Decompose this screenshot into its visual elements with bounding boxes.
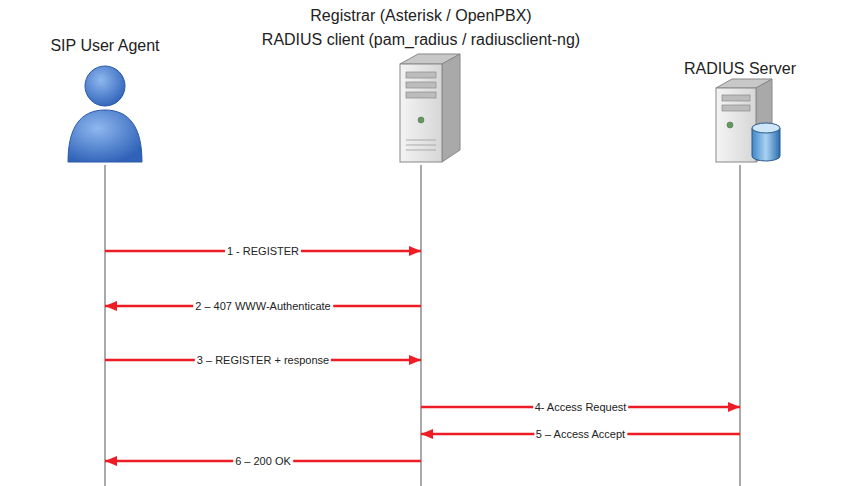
message-label: 6 – 200 OK: [233, 455, 293, 468]
participant-name: RADIUS client (pam_radius / radiusclient…: [260, 28, 582, 52]
lifeline: [421, 165, 422, 486]
message-label: 1 - REGISTER: [225, 245, 301, 258]
participant-label: RADIUS Server: [682, 57, 798, 81]
participant-name: RADIUS Server: [682, 57, 798, 81]
message-label: 2 – 407 WWW-Authenticate: [193, 300, 333, 313]
lifeline: [105, 165, 106, 486]
person-icon: [68, 66, 142, 162]
lifeline: [740, 165, 741, 486]
message-label: 3 – REGISTER + response: [195, 354, 331, 367]
message-label: 4- Access Request: [533, 401, 629, 414]
participant-label: SIP User Agent: [48, 34, 161, 58]
participant-name: Registrar (Asterisk / OpenPBX): [260, 4, 582, 28]
participant-label: Registrar (Asterisk / OpenPBX)RADIUS cli…: [260, 4, 582, 52]
server-icon: [400, 54, 460, 162]
lifelines: [105, 165, 740, 486]
participant-name: SIP User Agent: [48, 34, 161, 58]
database-server-icon: [716, 79, 780, 162]
message-label: 5 – Access Accept: [534, 428, 627, 441]
